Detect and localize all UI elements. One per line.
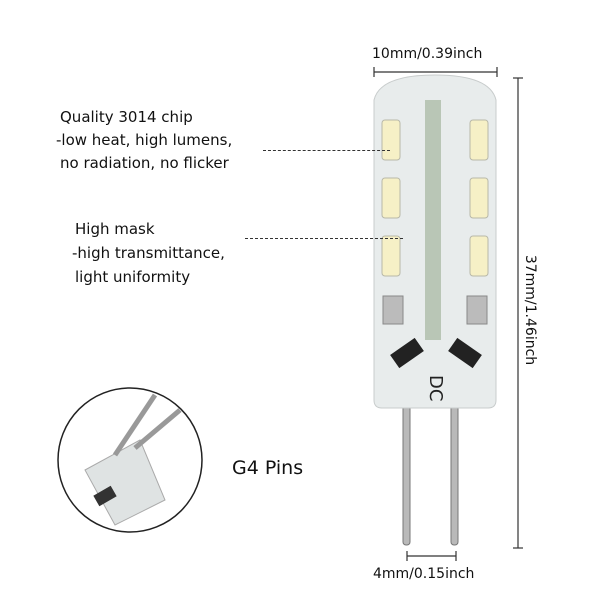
mask-pointer-line — [245, 238, 403, 239]
feature-mask-title: High mask — [75, 220, 155, 238]
width-dimension: 10mm/0.39inch — [372, 46, 483, 62]
bulb-marking: DC — [425, 375, 446, 401]
components — [382, 295, 488, 325]
chip-pointer-line — [263, 150, 390, 151]
feature-chip-line: -low heat, high lumens, — [56, 131, 233, 149]
pin-spacing-dimension: 4mm/0.15inch — [373, 566, 475, 582]
feature-chip-title: Quality 3014 chip — [60, 108, 193, 126]
diodes — [390, 337, 482, 369]
pin-left — [402, 404, 411, 546]
pins-label: G4 Pins — [232, 457, 304, 479]
closeup-bulb — [84, 393, 182, 526]
pcb-board — [425, 100, 441, 340]
feature-mask-line: -high transmittance, — [72, 244, 225, 262]
dimension-lines — [373, 67, 523, 561]
feature-mask-line: light uniformity — [75, 268, 191, 286]
pin-right — [450, 404, 459, 546]
feature-chip-line: no radiation, no flicker — [60, 154, 229, 172]
height-dimension: 37mm/1.46inch — [522, 254, 539, 366]
